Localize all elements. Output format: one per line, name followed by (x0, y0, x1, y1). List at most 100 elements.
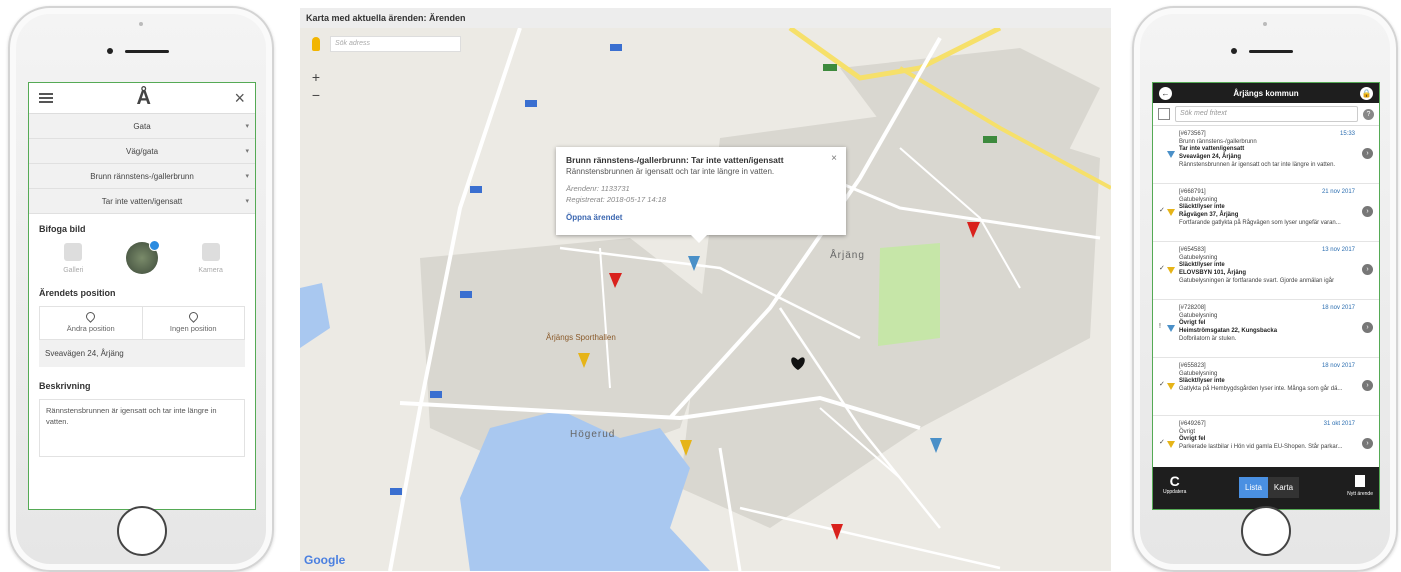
road (668, 37, 942, 420)
category-marker-icon (1167, 209, 1175, 216)
marker-yellow[interactable] (680, 440, 692, 456)
new-case-label: Nytt ärende (1347, 491, 1373, 497)
case-id: [#668791] (1179, 189, 1206, 195)
attach-title: Bifoga bild (39, 224, 86, 234)
case-date: 31 okt 2017 (1323, 421, 1355, 427)
chevron-right-icon[interactable]: › (1362, 380, 1373, 391)
map-search-input[interactable]: Sök adress (330, 36, 461, 52)
tab-list[interactable]: Lista (1239, 477, 1268, 498)
list-item[interactable]: ✓ [#655823]18 nov 2017 Gatubelysning Slä… (1153, 358, 1379, 416)
case-id: [#655823] (1179, 363, 1206, 369)
gallery-button[interactable]: Galleri (43, 242, 103, 274)
list-item[interactable]: [#673567]15:33 Brunn rännstens-/gallerbr… (1153, 126, 1379, 184)
left-phone-frame: Å × Gata▾ Väg/gata▾ Brunn rännstens-/gal… (8, 6, 274, 572)
list-item[interactable]: ✓ [#649267]31 okt 2017 Övrigt Övrigt fel… (1153, 416, 1379, 474)
google-logo: Google (304, 553, 346, 567)
select-label: Gata (133, 121, 151, 131)
chevron-down-icon: ▾ (245, 198, 249, 205)
case-popup: × Brunn rännstens-/gallerbrunn: Tar inte… (556, 147, 846, 243)
map-canvas[interactable] (300, 8, 1111, 571)
check-badge-icon (148, 240, 160, 251)
list-item[interactable]: ✓ [#668791]21 nov 2017 Gatubelysning Slä… (1153, 184, 1379, 242)
address-field[interactable]: Sveavägen 24, Årjäng (39, 340, 245, 367)
road (399, 395, 921, 430)
case-id: [#654583] (1179, 247, 1206, 253)
category-marker-icon (1167, 151, 1175, 158)
change-position-button[interactable]: Ändra position (40, 307, 143, 339)
marker-blue[interactable] (930, 438, 942, 453)
camera-icon (201, 242, 220, 261)
case-title: Övrigt fel (1179, 436, 1206, 443)
search-input[interactable]: Sök med fritext (1175, 106, 1358, 122)
popup-title: Brunn rännstens-/gallerbrunn: Tar inte v… (566, 155, 784, 165)
category-select-3[interactable]: Brunn rännstens-/gallerbrunn▾ (29, 164, 255, 189)
chevron-right-icon[interactable]: › (1362, 322, 1373, 333)
case-id: [#673567] (1179, 131, 1206, 137)
menu-icon[interactable] (39, 93, 53, 103)
new-case-button[interactable]: Nytt ärende (1347, 473, 1373, 497)
marker-red[interactable] (831, 524, 843, 540)
list-item[interactable]: ✓ [#654583]13 nov 2017 Gatubelysning Slä… (1153, 242, 1379, 300)
map-panel[interactable]: Karta med aktuella ärenden: Ärenden (300, 8, 1111, 571)
street-view-pegman-icon[interactable] (312, 37, 320, 51)
tab-map[interactable]: Karta (1267, 477, 1300, 498)
popup-registered: Registrerat: 2018-05-17 14:18 (566, 194, 667, 204)
refresh-button[interactable]: C Uppdatera (1163, 473, 1186, 495)
case-description: Rännstensbrunnen är igensatt och tar int… (1179, 161, 1336, 168)
status-icon: ✓ (1159, 265, 1165, 272)
marker-blue[interactable] (688, 256, 700, 271)
back-icon[interactable]: ← (1159, 86, 1172, 100)
road-shield (823, 64, 837, 71)
category-select-1[interactable]: Gata▾ (29, 114, 255, 139)
marker-yellow[interactable] (578, 353, 590, 368)
case-id: [#728208] (1179, 305, 1206, 311)
no-position-button[interactable]: Ingen position (143, 307, 245, 339)
case-list: [#673567]15:33 Brunn rännstens-/gallerbr… (1153, 126, 1379, 474)
marker-red[interactable] (609, 273, 622, 288)
status-icon: ✓ (1159, 381, 1165, 388)
road (778, 307, 941, 529)
zoom-in-button[interactable]: + (311, 69, 321, 85)
road-shield (390, 488, 402, 495)
road (559, 246, 861, 340)
description-textarea[interactable]: Rännstensbrunnen är igensatt och tar int… (39, 399, 245, 457)
road (388, 27, 522, 571)
close-icon[interactable]: × (234, 87, 245, 108)
popup-meta: Ärendenr: 1133731 Registrerat: 2018-05-1… (566, 184, 836, 206)
lock-icon[interactable]: 🔒 (1360, 86, 1373, 100)
help-icon[interactable]: ? (1363, 108, 1374, 120)
road-shield (430, 391, 442, 398)
camera-button[interactable]: Kamera (181, 242, 241, 274)
filter-icon[interactable] (1158, 108, 1170, 120)
chevron-right-icon[interactable]: › (1362, 148, 1373, 159)
description-title: Beskrivning (39, 381, 91, 391)
road-shield (460, 291, 472, 298)
category-select-4[interactable]: Tar inte vatten/igensatt▾ (29, 189, 255, 214)
list-item[interactable]: ! [#728208]18 nov 2017 Gatubelysning Övr… (1153, 300, 1379, 358)
status-icon: ✓ (1159, 439, 1165, 446)
popup-close-icon[interactable]: × (831, 153, 837, 164)
case-category: Övrigt (1179, 428, 1196, 435)
road (819, 407, 901, 479)
case-category: Gatubelysning (1179, 312, 1218, 319)
change-position-label: Ändra position (66, 324, 115, 333)
open-case-link[interactable]: Öppna ärendet (566, 212, 623, 222)
chevron-right-icon[interactable]: › (1362, 264, 1373, 275)
case-address: Heimströmsgatan 22, Kungsbacka (1179, 328, 1278, 335)
road (599, 247, 611, 389)
home-button[interactable] (117, 506, 167, 556)
district-label: Högerud (570, 429, 616, 440)
attach-section: Bifoga bild Galleri Kamera (29, 214, 255, 278)
phone-camera (107, 48, 113, 54)
case-description: Parkerade lastbilar i Hön vid gamla EU-S… (1179, 444, 1343, 451)
zoom-out-button[interactable]: − (311, 87, 321, 103)
attached-photo[interactable] (112, 240, 172, 274)
search-bar: Sök med fritext ? (1153, 103, 1379, 126)
marker-red[interactable] (967, 222, 980, 238)
home-button[interactable] (1241, 506, 1291, 556)
category-select-2[interactable]: Väg/gata▾ (29, 139, 255, 164)
chevron-right-icon[interactable]: › (1362, 206, 1373, 217)
category-marker-icon (1167, 267, 1175, 274)
chevron-right-icon[interactable]: › (1362, 438, 1373, 449)
heart-marker[interactable] (791, 357, 805, 370)
